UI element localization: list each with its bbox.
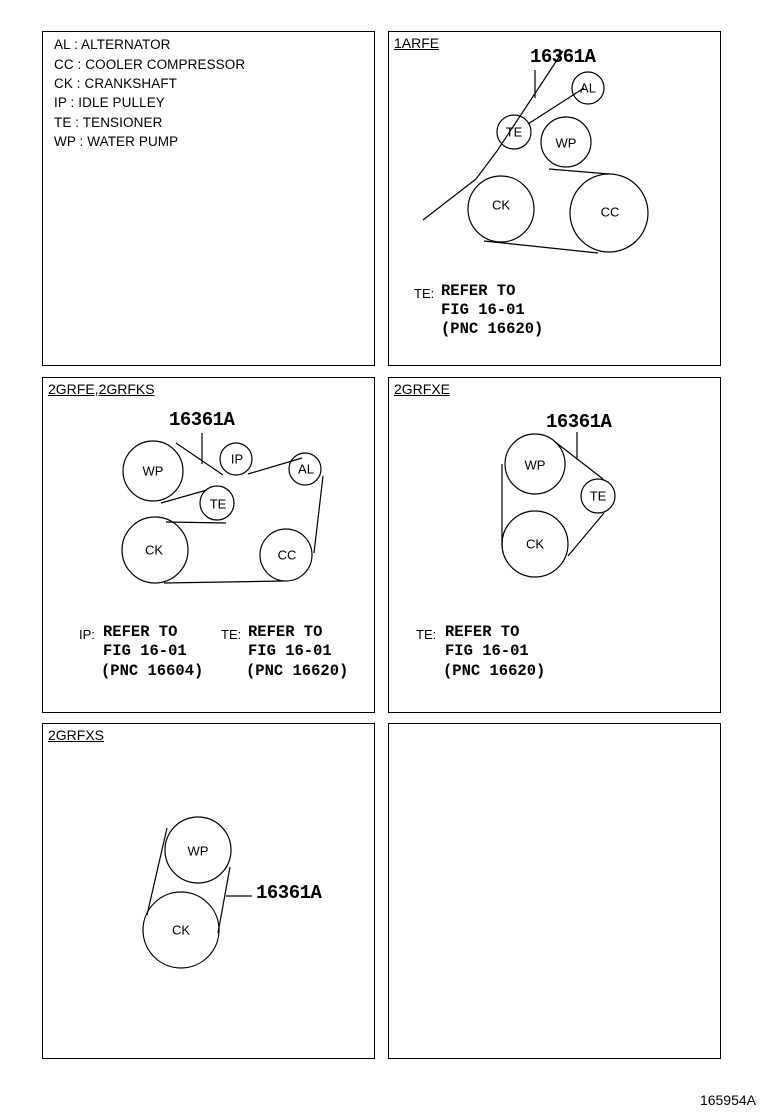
ref-line-2: FIG 16-01 (248, 642, 332, 660)
part-number: 16361A (169, 409, 235, 431)
pulley-label-wp: WP (188, 844, 209, 859)
pulley-label-wp: WP (556, 136, 577, 151)
part-number: 16361A (530, 46, 596, 68)
panel-title: 2GRFE,2GRFKS (48, 381, 155, 397)
ref-line-3: (PNC 16604) (101, 662, 204, 680)
panel-title: 2GRFXS (48, 727, 105, 743)
ref-line-1: REFER TO (441, 282, 516, 300)
pulley-label-ck: CK (172, 923, 190, 938)
panel-2grfxs: WP CK 2GRFXS 16361A (42, 723, 375, 1059)
ref-line-3: (PNC 16620) (246, 662, 349, 680)
panel-empty (388, 723, 721, 1059)
pulley-al (571, 71, 605, 105)
legend-item-cc: CC : COOLER COMPRESSOR (54, 57, 246, 72)
pulley-label-wp: WP (143, 464, 164, 479)
ref-line-1: REFER TO (445, 623, 520, 641)
figure-id: 165954A (699, 1092, 756, 1108)
ref-line-3: (PNC 16620) (441, 320, 544, 338)
ref-key-ip: IP: (79, 627, 95, 642)
ref-line-3: (PNC 16620) (443, 662, 546, 680)
legend-item-te: TE : TENSIONER (54, 115, 163, 130)
legend-item-wp: WP : WATER PUMP (54, 134, 179, 149)
ref-key-te: TE: (414, 286, 435, 301)
ref-line-2: FIG 16-01 (103, 642, 187, 660)
pulley-label-cc: CC (278, 548, 297, 563)
pulley-label-al: AL (580, 81, 596, 96)
belt-diagram-2grfxe: WP TE CK (501, 432, 616, 578)
ref-line-2: FIG 16-01 (445, 642, 529, 660)
legend-panel: AL : ALTERNATOR CC : COOLER COMPRESSOR C… (42, 31, 375, 366)
ref-key-te: TE: (416, 627, 437, 642)
pulley-label-te: TE (590, 489, 607, 504)
panel-1arfe: AL TE WP CK CC 1ARFE 16361A TE: REFER TO… (388, 31, 721, 366)
pulley-label-cc: CC (601, 205, 620, 220)
ref-line-1: REFER TO (103, 623, 178, 641)
panel-title: 1ARFE (394, 35, 440, 51)
legend-item-ip: IP : IDLE PULLEY (54, 95, 165, 110)
panel-title: 2GRFXE (394, 381, 451, 397)
pulley-label-ip: IP (231, 452, 243, 467)
part-number: 16361A (256, 882, 322, 904)
legend-item-ck: CK : CRANKSHAFT (54, 76, 178, 91)
pulley-label-te: TE (506, 125, 523, 140)
belt-diagram-1arfe: AL TE WP CK CC (422, 50, 649, 254)
panel-2grfxe: WP TE CK 2GRFXE 16361A TE: REFER TO FIG … (388, 377, 721, 713)
ref-line-2: FIG 16-01 (441, 301, 525, 319)
pulley-label-ck: CK (492, 198, 510, 213)
pulley-label-te: TE (210, 497, 227, 512)
panel-2grfe-2grfks: WP IP AL TE CK CC 2GRFE,2GRFKS 16361A IP… (42, 377, 375, 713)
pulley-label-ck: CK (526, 537, 544, 552)
legend-item-al: AL : ALTERNATOR (54, 37, 171, 52)
pulley-label-wp: WP (525, 458, 546, 473)
ref-line-1: REFER TO (248, 623, 323, 641)
part-number: 16361A (546, 411, 612, 433)
ref-key-te: TE: (221, 627, 242, 642)
belt-diagram-2grfxs: WP CK (142, 816, 252, 969)
pulley-label-ck: CK (145, 543, 163, 558)
belt-diagram-2grfe: WP IP AL TE CK CC (121, 433, 324, 584)
pulley-label-al: AL (298, 462, 314, 477)
